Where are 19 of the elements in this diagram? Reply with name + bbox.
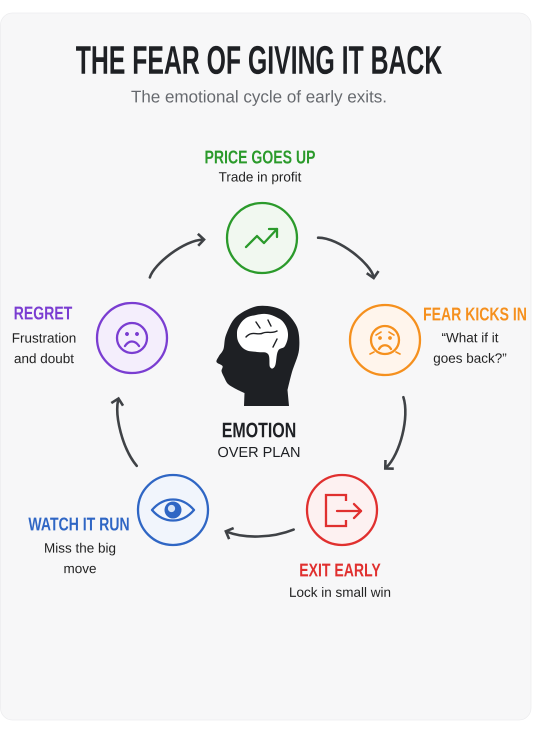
arrow — [110, 396, 138, 468]
center-heading: EMOTION — [222, 422, 296, 438]
stage-heading: WATCH IT RUN — [28, 517, 129, 531]
arrow — [384, 396, 407, 470]
stage-description: Miss the big move — [45, 542, 116, 574]
subtitle: The emotional cycle of early exits. — [131, 90, 386, 106]
arrow — [224, 526, 295, 540]
stage-heading: PRICE GOES UP — [205, 150, 315, 164]
center-subheading: OVER PLAN — [218, 446, 300, 458]
stage-heading: REGRET — [14, 306, 72, 320]
stage-description: “What if it goes back?” — [434, 332, 506, 366]
title: THE FEAR OF GIVING IT BACK — [76, 46, 442, 74]
arrow — [148, 232, 206, 279]
stage-description: Trade in profit — [218, 172, 302, 184]
stage-heading: FEAR KICKS IN — [424, 307, 526, 321]
stage-description: Lock in small win — [290, 587, 390, 597]
stage-heading: EXIT EARLY — [300, 564, 381, 576]
stage-description: Frustration and doubt — [12, 332, 76, 364]
arrow — [316, 236, 380, 280]
